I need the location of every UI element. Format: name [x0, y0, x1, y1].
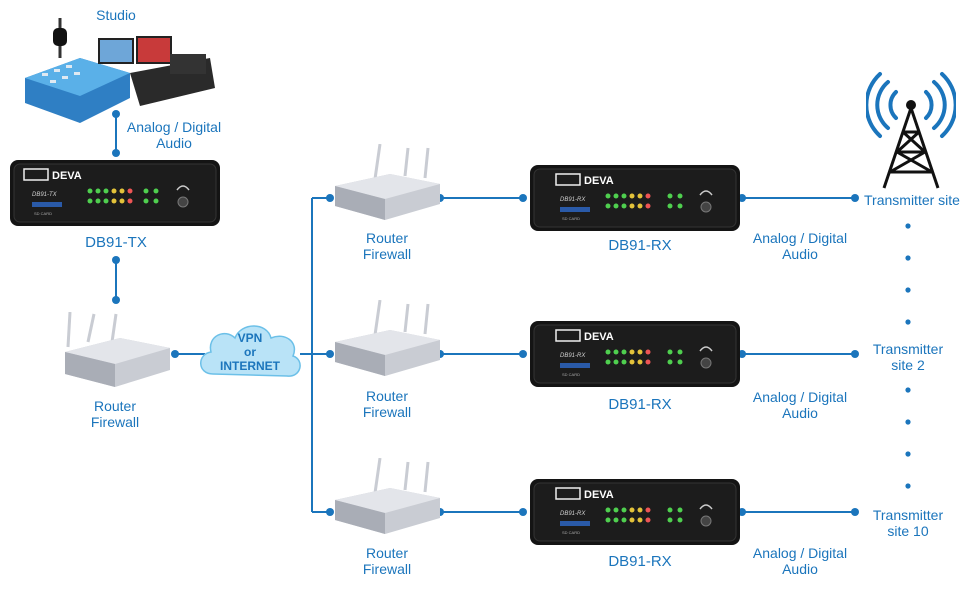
connector-dot: [326, 194, 334, 202]
audio-line-2: Audio: [782, 405, 818, 421]
router-line-2: Firewall: [362, 246, 412, 262]
decoder-3-label: DB91-RX: [608, 553, 672, 570]
cloud-line-3: INTERNET: [220, 359, 280, 373]
router-branch-1-label: Router Firewall: [342, 230, 432, 262]
connector-dot: [112, 149, 120, 157]
left-router-label: Router Firewall: [70, 398, 160, 430]
router-branch-2: [335, 300, 440, 376]
left-router-line-2: Firewall: [90, 414, 140, 430]
decoder-unit-2: DEVA DB91-RX SD CARD: [530, 321, 740, 387]
decoder-1-label: DB91-RX: [608, 237, 672, 254]
site-line-2: site 2: [891, 357, 925, 373]
decoder-model-badge: DB91-RX: [560, 353, 586, 359]
router-left: [65, 312, 170, 387]
site-3-label: Transmitter site 10: [856, 507, 960, 539]
encoder-card-slot: SD CARD: [34, 211, 52, 216]
connector-dot: [738, 194, 746, 202]
site-1-label: Transmitter site: [856, 192, 968, 208]
router-branch-3-label: Router Firewall: [342, 545, 432, 577]
site-line-2: site 10: [887, 523, 929, 539]
encoder-unit: DEVA DB91-TX SD CARD: [10, 160, 220, 226]
decoder-unit-1: DEVA DB91-RX SD CARD: [530, 165, 740, 231]
connector-dot: [112, 110, 120, 118]
cloud-line-2: or: [244, 345, 256, 359]
connector-dot: [738, 350, 746, 358]
cloud-line-1: VPN: [237, 331, 263, 345]
decoder-model-badge: DB91-RX: [560, 511, 586, 517]
decoder-brand: DEVA: [584, 489, 614, 501]
audio-1-label: Analog / Digital Audio: [742, 230, 858, 262]
encoder-label: DB91-TX: [85, 234, 147, 251]
studio-audio-label: Analog / Digital Audio: [118, 119, 230, 151]
ellipsis-dot: [905, 255, 911, 261]
studio-audio-line-2: Audio: [156, 135, 192, 151]
cloud-label: VPN or INTERNET: [205, 331, 295, 373]
decoder-brand: DEVA: [584, 331, 614, 343]
router-branch-3: [335, 458, 440, 534]
site-line-1: Transmitter site: [864, 192, 960, 208]
connector-dot: [519, 194, 527, 202]
decoder-unit-3: DEVA DB91-RX SD CARD: [530, 479, 740, 545]
ellipsis-dot: [905, 319, 911, 325]
connector-dot: [171, 350, 179, 358]
audio-3-label: Analog / Digital Audio: [742, 545, 858, 577]
cloud-shape: [200, 325, 301, 377]
audio-line-1: Analog / Digital: [752, 389, 848, 405]
router-line-2: Firewall: [362, 404, 412, 420]
encoder-brand: DEVA: [52, 170, 82, 182]
audio-line-2: Audio: [782, 561, 818, 577]
left-router-line-1: Router: [93, 398, 137, 414]
studio-illustration: [25, 18, 215, 123]
audio-2-label: Analog / Digital Audio: [742, 389, 858, 421]
decoder-card-slot: SD CARD: [562, 216, 580, 221]
connector-dot: [851, 508, 859, 516]
ellipsis-dot: [905, 223, 911, 229]
site-line-1: Transmitter: [872, 507, 944, 523]
router-line-1: Router: [365, 545, 409, 561]
encoder-model-badge: DB91-TX: [32, 192, 58, 198]
connector-dot: [851, 194, 859, 202]
connector-dot: [519, 350, 527, 358]
decoder-2-label: DB91-RX: [608, 396, 672, 413]
router-branch-1: [335, 144, 440, 220]
router-branch-2-label: Router Firewall: [342, 388, 432, 420]
router-line-2: Firewall: [362, 561, 412, 577]
connector-dot: [851, 350, 859, 358]
connector-dot: [738, 508, 746, 516]
transmitter-tower-icon: [866, 72, 956, 189]
studio-label: Studio: [96, 7, 136, 23]
audio-line-1: Analog / Digital: [752, 230, 848, 246]
decoder-model-badge: DB91-RX: [560, 197, 586, 203]
connector-dot: [519, 508, 527, 516]
connector-dot: [326, 508, 334, 516]
ellipsis-dot: [905, 451, 911, 457]
router-line-1: Router: [365, 388, 409, 404]
studio-audio-line-1: Analog / Digital: [126, 119, 222, 135]
decoder-card-slot: SD CARD: [562, 530, 580, 535]
connector-dot: [326, 350, 334, 358]
ellipsis-dot: [905, 287, 911, 293]
connector-dot: [112, 296, 120, 304]
site-line-1: Transmitter: [872, 341, 944, 357]
ellipsis-dot: [905, 419, 911, 425]
site-2-label: Transmitter site 2: [856, 341, 960, 373]
router-line-1: Router: [365, 230, 409, 246]
decoder-brand: DEVA: [584, 175, 614, 187]
connector-dot: [112, 256, 120, 264]
decoder-card-slot: SD CARD: [562, 372, 580, 377]
audio-line-2: Audio: [782, 246, 818, 262]
audio-line-1: Analog / Digital: [752, 545, 848, 561]
ellipsis-dot: [905, 483, 911, 489]
ellipsis-dot: [905, 387, 911, 393]
